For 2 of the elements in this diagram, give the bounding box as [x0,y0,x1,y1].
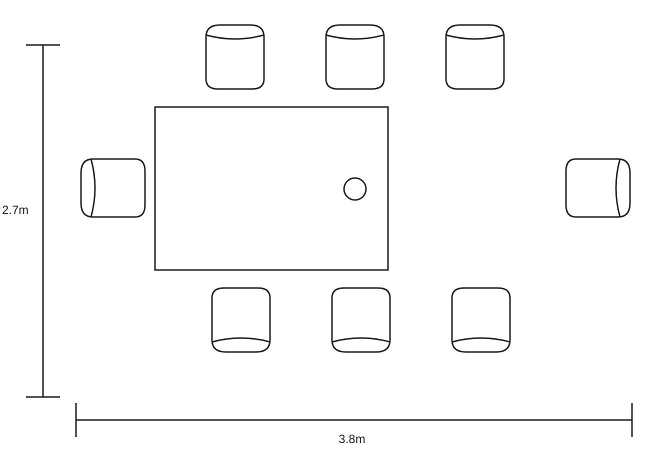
dimension-label: 2.7m [2,203,29,217]
dimension-label: 3.8m [338,432,366,446]
